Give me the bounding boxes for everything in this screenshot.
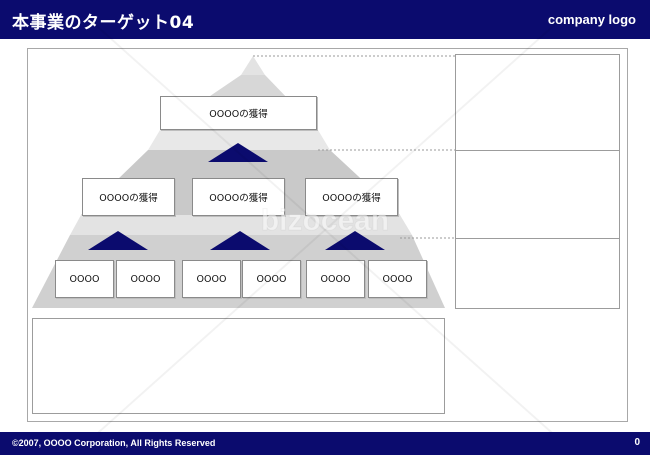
right-notes-cell-2 — [456, 151, 619, 239]
pyramid-bottom-box-1: OOOO — [55, 260, 114, 298]
right-notes-cell-3 — [456, 239, 619, 310]
right-notes-panel — [455, 54, 620, 309]
pyramid-bottom-box-6: OOOO — [368, 260, 427, 298]
arrow-triangle-left — [88, 231, 148, 250]
pyramid-top-box: OOOOの獲得 — [160, 96, 317, 130]
header-bar: 本事業のターゲット04 company logo — [0, 0, 650, 39]
page-number: 0 — [634, 437, 640, 448]
copyright-text: ©2007, OOOO Corporation, All Rights Rese… — [12, 438, 216, 448]
right-notes-cell-1 — [456, 55, 619, 151]
arrow-triangle-center — [210, 231, 270, 250]
footer-bar: ©2007, OOOO Corporation, All Rights Rese… — [0, 432, 650, 455]
pyramid-bottom-box-5: OOOO — [306, 260, 365, 298]
pyramid-band-2 — [148, 130, 330, 150]
pyramid-middle-box-2: OOOOの獲得 — [192, 178, 285, 216]
pyramid-bottom-box-3: OOOO — [182, 260, 241, 298]
pyramid-bottom-box-4: OOOO — [242, 260, 301, 298]
slide-title: 本事業のターゲット04 — [12, 13, 195, 33]
pyramid-band-top — [241, 56, 265, 75]
arrow-triangle-right — [325, 231, 385, 250]
company-logo: company logo — [547, 12, 636, 27]
pyramid-bottom-box-2: OOOO — [116, 260, 175, 298]
pyramid-middle-box-3: OOOOの獲得 — [305, 178, 398, 216]
arrow-triangle-top — [208, 143, 268, 162]
pyramid-band-4 — [70, 215, 412, 235]
bottom-notes-panel — [32, 318, 445, 414]
pyramid-middle-box-1: OOOOの獲得 — [82, 178, 175, 216]
